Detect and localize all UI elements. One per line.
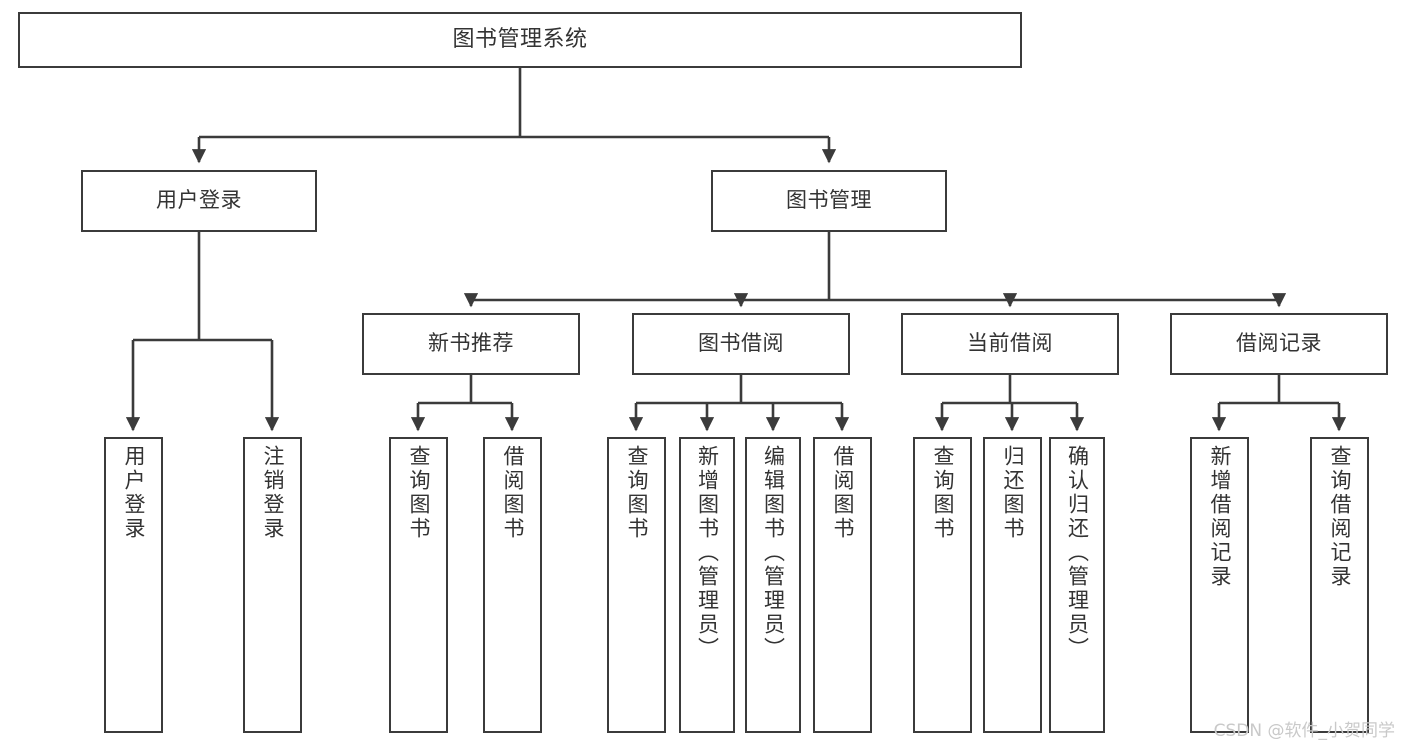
node-book-management[interactable]: 图书管理 [711,170,947,232]
leaf-query-book-3-label: 查询图书 [931,445,955,541]
leaf-query-record[interactable]: 查询借阅记录 [1310,437,1369,733]
leaf-logout-label: 注销登录 [261,445,285,541]
leaf-add-book[interactable]: 新增图书（管理员） [679,437,735,733]
node-user-login[interactable]: 用户登录 [81,170,317,232]
leaf-query-book-1[interactable]: 查询图书 [389,437,448,733]
node-user-login-label: 用户登录 [156,188,242,213]
leaf-logout[interactable]: 注销登录 [243,437,302,733]
leaf-add-record-label: 新增借阅记录 [1208,445,1232,589]
node-book-management-label: 图书管理 [786,188,872,213]
node-new-book-recommend-label: 新书推荐 [428,331,514,356]
watermark: CSDN @软件_小贺同学 [1213,721,1395,741]
leaf-borrow-book-1-label: 借阅图书 [501,445,525,541]
leaf-query-book-1-label: 查询图书 [407,445,431,541]
leaf-borrow-book-1[interactable]: 借阅图书 [483,437,542,733]
leaf-edit-book[interactable]: 编辑图书（管理员） [745,437,801,733]
leaf-query-record-label: 查询借阅记录 [1328,445,1352,589]
leaf-query-book-2[interactable]: 查询图书 [607,437,666,733]
node-book-borrow-label: 图书借阅 [698,331,784,356]
node-root-label: 图书管理系统 [452,26,588,52]
node-borrow-record-label: 借阅记录 [1236,331,1322,356]
leaf-confirm-return-label: 确认归还（管理员） [1065,445,1090,661]
leaf-query-book-2-label: 查询图书 [625,445,649,541]
node-current-borrow[interactable]: 当前借阅 [901,313,1119,375]
leaf-return-book[interactable]: 归还图书 [983,437,1042,733]
leaf-user-login[interactable]: 用户登录 [104,437,163,733]
node-root[interactable]: 图书管理系统 [18,12,1022,68]
node-book-borrow[interactable]: 图书借阅 [632,313,850,375]
leaf-add-record[interactable]: 新增借阅记录 [1190,437,1249,733]
leaf-return-book-label: 归还图书 [1001,445,1025,541]
node-current-borrow-label: 当前借阅 [967,331,1053,356]
node-new-book-recommend[interactable]: 新书推荐 [362,313,580,375]
leaf-borrow-book-2[interactable]: 借阅图书 [813,437,872,733]
leaf-query-book-3[interactable]: 查询图书 [913,437,972,733]
leaf-add-book-label: 新增图书（管理员） [695,445,720,661]
leaf-confirm-return[interactable]: 确认归还（管理员） [1049,437,1105,733]
node-borrow-record[interactable]: 借阅记录 [1170,313,1388,375]
leaf-edit-book-label: 编辑图书（管理员） [761,445,786,661]
leaf-user-login-label: 用户登录 [122,445,146,541]
leaf-borrow-book-2-label: 借阅图书 [831,445,855,541]
